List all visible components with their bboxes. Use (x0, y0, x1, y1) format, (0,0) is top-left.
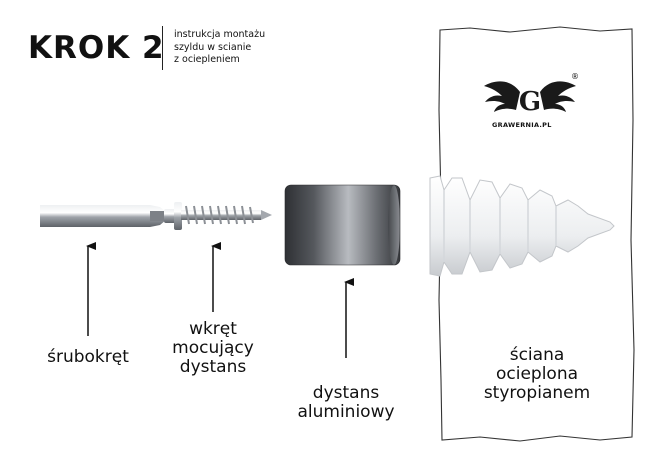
subtitle-line-1: instrukcja montażu (174, 29, 266, 40)
label-wall-line-2: ocieplona (495, 364, 579, 384)
page-title: KROK 2 (28, 30, 165, 66)
title-divider (162, 26, 163, 70)
subtitle: instrukcja montażu szyldu w scianie z oc… (174, 29, 265, 67)
winged-g-logo-icon: G (484, 81, 576, 117)
label-screwdriver: śrubokręt (30, 348, 146, 367)
label-wall-line-3: styropianem (483, 383, 591, 403)
logo-brand-text: GRAWERNIA.PL (492, 121, 552, 129)
logo-letter: G (519, 87, 541, 117)
label-wall-line-1: ściana (509, 345, 565, 365)
label-spacer-line-2: aluminiowy (297, 402, 395, 422)
label-spacer: dystans aluminiowy (288, 384, 404, 422)
label-screw-line-1: wkręt (189, 319, 237, 339)
screwdriver-icon (40, 205, 166, 227)
label-screwdriver-line-1: śrubokręt (47, 347, 129, 367)
aluminium-spacer-icon (284, 184, 401, 266)
subtitle-line-3: z ociepleniem (174, 54, 240, 65)
label-screw: wkręt mocujący dystans (160, 320, 266, 377)
subtitle-line-2: szyldu w scianie (174, 41, 252, 53)
registered-mark: ® (571, 72, 579, 81)
screw-icon (164, 202, 272, 230)
label-spacer-line-1: dystans (312, 383, 380, 403)
label-screw-line-2: mocujący (172, 338, 254, 358)
label-wall: ściana ocieplona styropianem (474, 346, 600, 403)
label-screw-line-3: dystans (179, 357, 247, 377)
insulation-anchor-icon (429, 175, 615, 277)
